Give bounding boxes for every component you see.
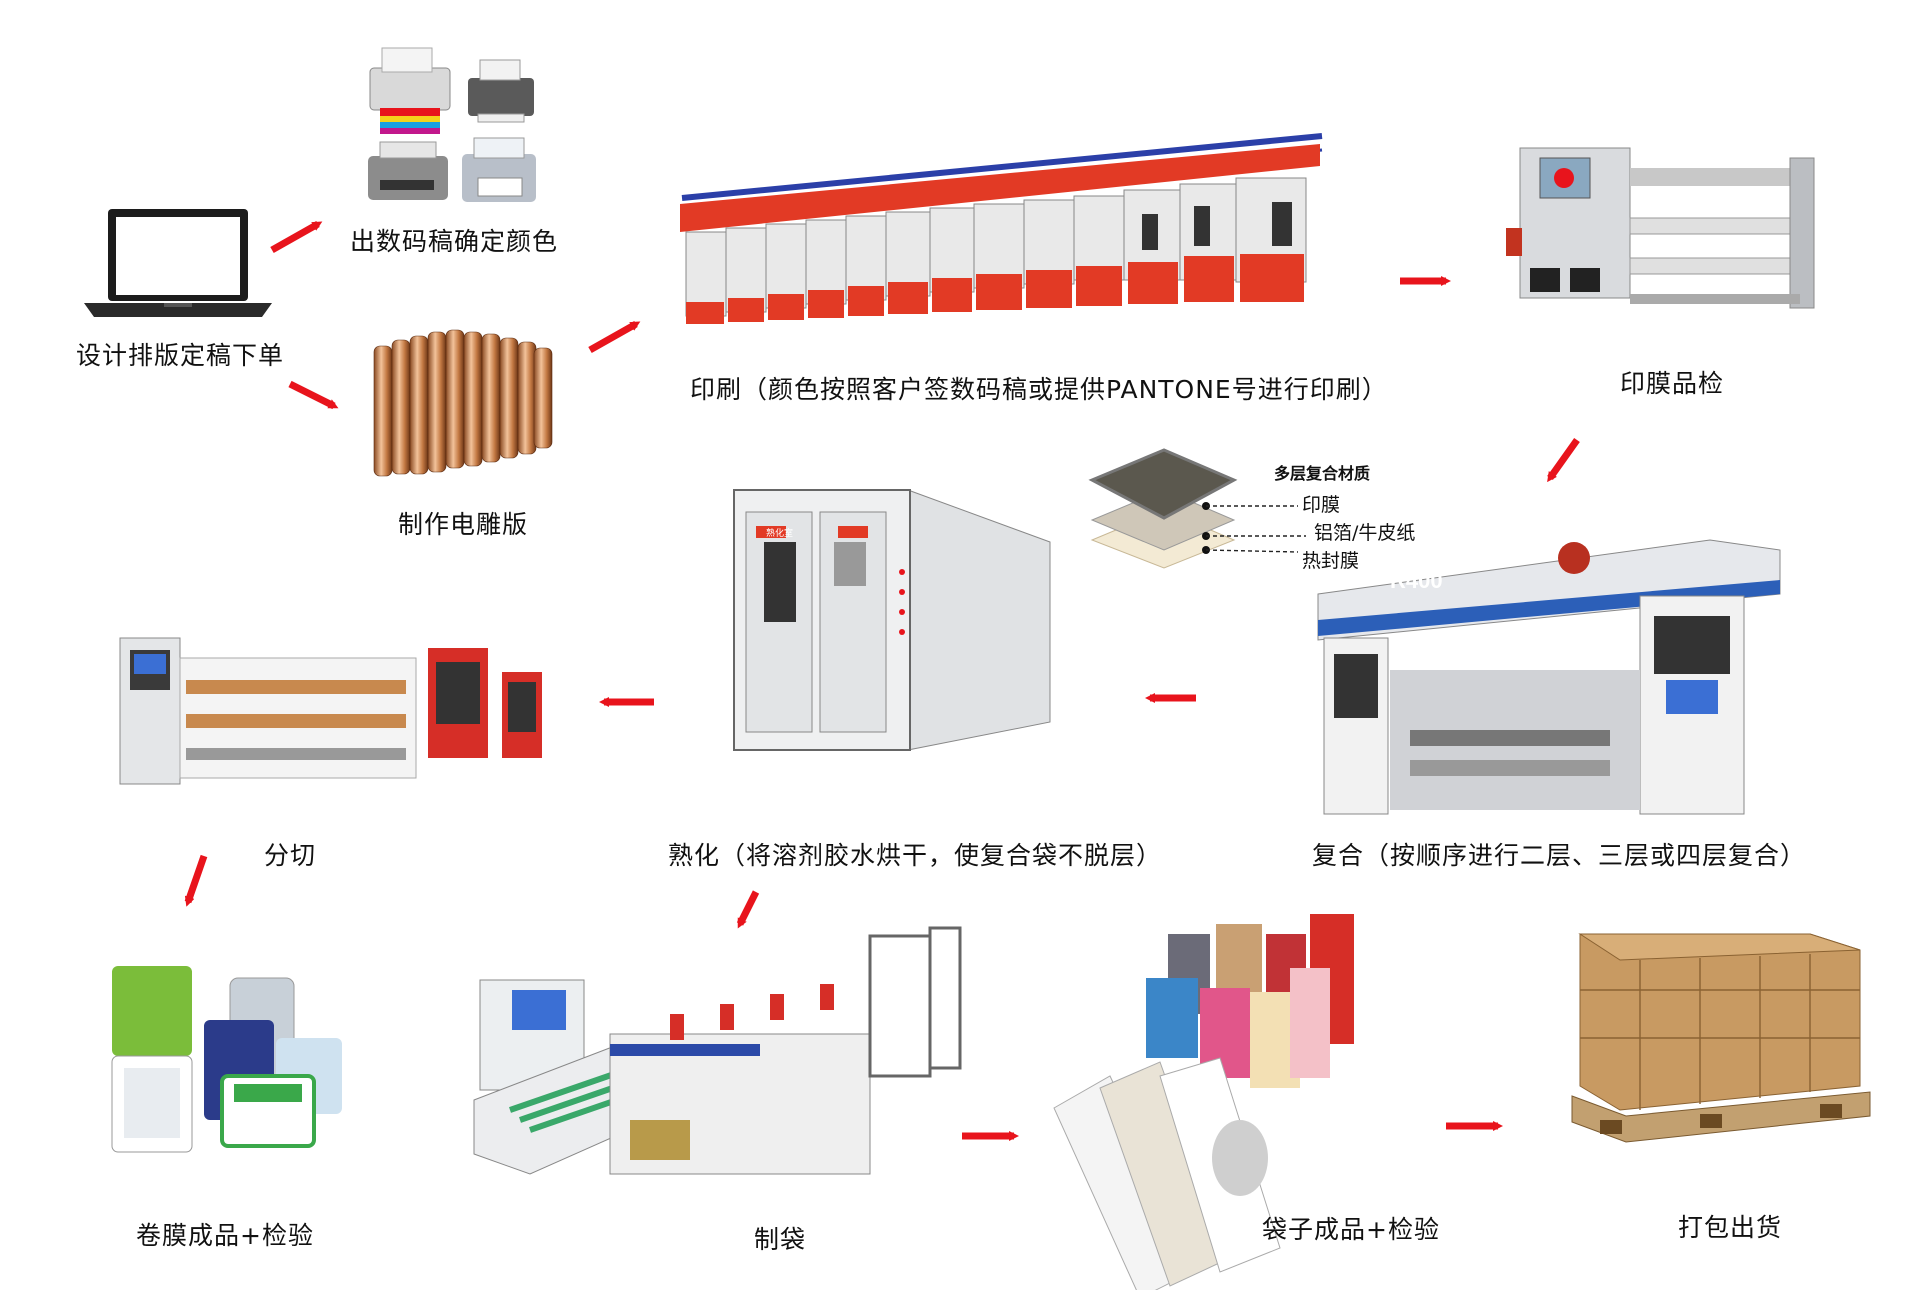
curing-room-image: 熟化室 xyxy=(733,489,1051,751)
multilayer-material-diagram xyxy=(1088,448,1306,569)
step-roll-film-label: 卷膜成品+检验 xyxy=(136,1221,314,1250)
finished-bags-image xyxy=(1053,914,1354,1290)
laminating-machine-image: R400 xyxy=(1317,539,1781,815)
arrow-to-printing xyxy=(588,320,641,354)
roll-film-products-image xyxy=(111,966,342,1153)
arrow-design-to-plate xyxy=(288,380,339,410)
step-bag-making-label: 制袋 xyxy=(754,1225,807,1254)
laminator-brand-text: R400 xyxy=(1390,568,1443,593)
printers-icon xyxy=(368,47,536,202)
step-laminate-label: 复合（按顺序进行二层、三层或四层复合） xyxy=(1312,841,1807,870)
slitting-machine-image xyxy=(119,637,542,785)
layers-title: 多层复合材质 xyxy=(1274,464,1371,483)
step-design-label: 设计排版定稿下单 xyxy=(76,341,285,370)
bag-making-machine-image xyxy=(473,926,962,1175)
step-bag-done-label: 袋子成品+检验 xyxy=(1262,1215,1440,1244)
arrow-curing-to-bagmaking xyxy=(736,890,760,929)
step-proof-label: 出数码稿确定颜色 xyxy=(350,227,559,256)
gravure-cylinders-image xyxy=(373,329,553,477)
layer-foil-kraft: 铝箔/牛皮纸 xyxy=(1314,522,1416,544)
inspection-machine-image xyxy=(1506,147,1815,309)
layer-print-film: 印膜 xyxy=(1302,494,1341,516)
gravure-printing-machine-image xyxy=(680,133,1323,324)
boxes-pallet-image xyxy=(1571,933,1871,1143)
arrow-slitting-to-roll xyxy=(184,854,208,907)
step-ship-label: 打包出货 xyxy=(1678,1213,1783,1242)
arrow-design-to-proof xyxy=(270,220,323,254)
curing-room-sign-text: 熟化室 xyxy=(766,527,793,539)
step-inspect-print-label: 印膜品检 xyxy=(1620,369,1725,398)
laptop-icon xyxy=(84,209,272,317)
arrow-inspect-to-laminate xyxy=(1547,437,1580,483)
step-plate-label: 制作电雕版 xyxy=(398,510,529,539)
layer-heat-seal: 热封膜 xyxy=(1302,550,1360,572)
step-printing-label: 印刷（颜色按照客户签数码稿或提供PANTONE号进行印刷） xyxy=(690,375,1388,404)
step-slitting-label: 分切 xyxy=(264,841,317,870)
step-curing-label: 熟化（将溶剂胶水烘干，使复合袋不脱层） xyxy=(668,841,1163,870)
